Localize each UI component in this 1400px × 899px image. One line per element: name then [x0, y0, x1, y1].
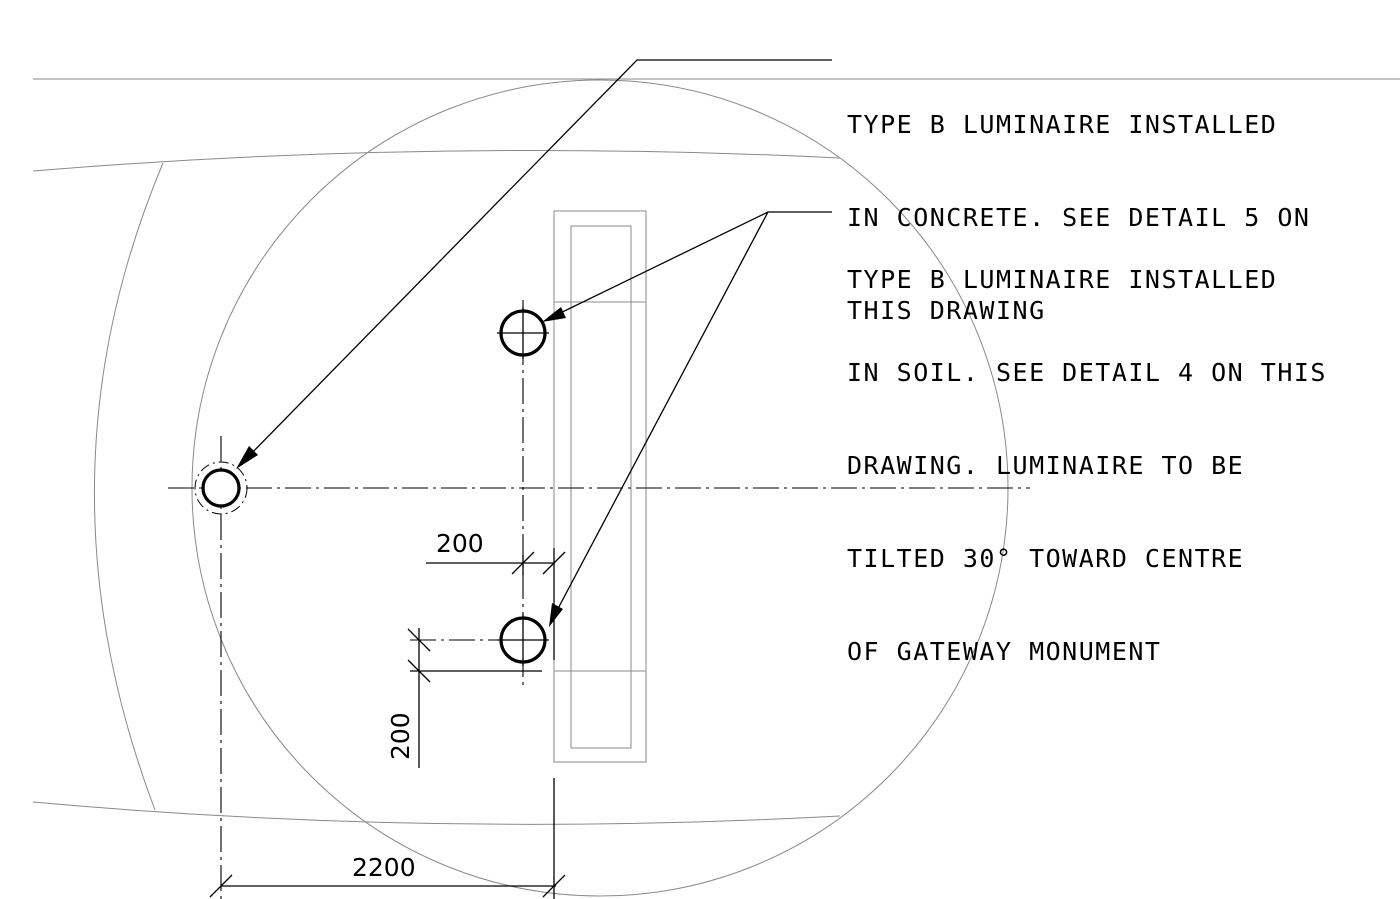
monument-inner-frame [570, 225, 632, 749]
dim-200-vertical: 200 [386, 712, 415, 760]
road-edge-upper [32, 149, 841, 172]
note-line: TYPE B LUMINAIRE INSTALLED [847, 110, 1278, 139]
dim-2200: 2200 [352, 853, 416, 882]
monument-outer-frame [553, 210, 647, 763]
note-line: OF GATEWAY MONUMENT [847, 637, 1162, 666]
road-edge-lower [32, 801, 841, 825]
note-soil-luminaire: TYPE B LUMINAIRE INSTALLED IN SOIL. SEE … [847, 202, 1327, 698]
soil-note-leader-lower [552, 211, 769, 619]
concrete-luminaire-halo [194, 461, 248, 515]
soil-note-leader [547, 211, 832, 320]
concrete-note-leader [242, 59, 832, 463]
note-line: TYPE B LUMINAIRE INSTALLED [847, 265, 1278, 294]
note-line: IN CONCRETE. SEE DETAIL 5 ON [847, 203, 1311, 232]
curb-arc [93, 162, 164, 811]
note-line: DRAWING. LUMINAIRE TO BE [847, 451, 1245, 480]
note-concrete-luminaire: TYPE B LUMINAIRE INSTALLED IN CONCRETE. … [847, 47, 1310, 357]
dim-200-horizontal: 200 [436, 529, 484, 558]
concrete-luminaire [201, 468, 241, 508]
note-line: THIS DRAWING [847, 296, 1046, 325]
note-line: TILTED 30° TOWARD CENTRE [847, 544, 1245, 573]
note-line: IN SOIL. SEE DETAIL 4 ON THIS [847, 358, 1327, 387]
